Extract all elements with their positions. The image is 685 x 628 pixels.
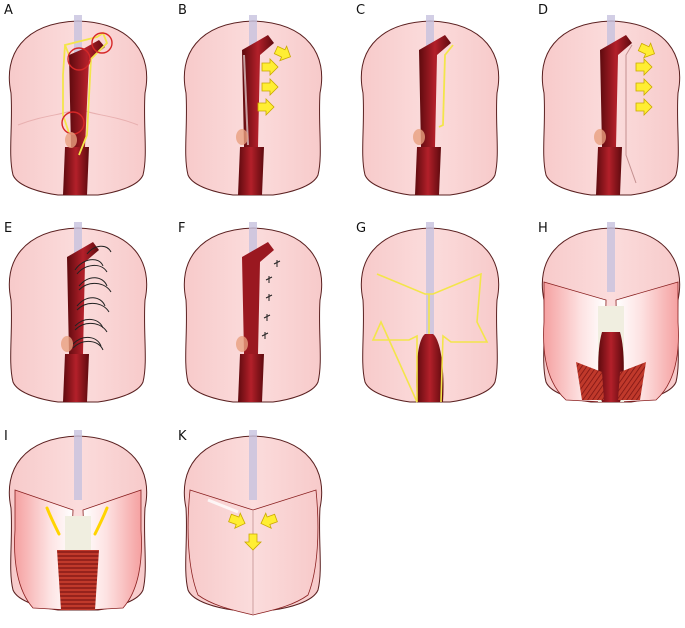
suture-icon xyxy=(261,260,281,339)
wound-base xyxy=(238,354,264,402)
midline-strip xyxy=(426,222,434,402)
wound-channel xyxy=(242,35,274,147)
panel-label-B: B xyxy=(178,3,187,18)
panel-label-I: I xyxy=(4,429,8,444)
panel-C xyxy=(360,15,500,196)
hatched-tissue xyxy=(576,362,604,400)
panel-H xyxy=(541,222,681,403)
panel-label-F: F xyxy=(178,221,185,236)
wound-base xyxy=(415,147,441,195)
wound-highlight xyxy=(243,54,249,146)
hatched-tissue xyxy=(618,362,646,400)
incision-line xyxy=(63,31,109,156)
incision-line xyxy=(371,272,489,403)
tissue-blob xyxy=(413,129,425,145)
incision-line-left xyxy=(62,44,70,134)
wound-base xyxy=(63,147,89,195)
midline-strip xyxy=(249,430,257,500)
flap-edge xyxy=(625,44,637,184)
periosteum xyxy=(65,516,91,550)
panel-G xyxy=(360,222,500,403)
midline-strip xyxy=(74,430,82,500)
flap-right xyxy=(82,489,142,611)
panel-label-D: D xyxy=(538,3,548,18)
hatched-tissue xyxy=(57,550,99,610)
flap-left xyxy=(14,489,74,611)
tissue-blob xyxy=(65,132,77,148)
suture-icon xyxy=(72,245,112,351)
wound-channel xyxy=(419,35,451,147)
tissue-blob xyxy=(594,129,606,145)
circle-marker-icon xyxy=(91,32,113,54)
panel-label-A: A xyxy=(4,3,13,18)
panel-D xyxy=(541,15,681,196)
tissue-blob xyxy=(236,129,248,145)
panel-label-E: E xyxy=(4,221,12,236)
panel-label-H: H xyxy=(538,221,548,236)
midline-strip xyxy=(607,222,615,292)
tissue-blob xyxy=(61,336,73,352)
panel-B xyxy=(183,15,323,196)
arrow-icon xyxy=(45,506,61,536)
closed-channel xyxy=(242,242,274,354)
arrow-icon xyxy=(93,506,109,536)
flap-highlight xyxy=(207,498,239,514)
panel-F xyxy=(183,222,323,403)
wound-channel xyxy=(600,35,632,147)
panel-label-G: G xyxy=(356,221,366,236)
panel-I xyxy=(8,430,148,611)
panel-K xyxy=(183,430,323,616)
wound-base xyxy=(238,147,264,195)
wound-base xyxy=(596,147,622,195)
panel-label-K: K xyxy=(178,429,187,444)
panel-A xyxy=(8,15,148,196)
tissue-blob xyxy=(236,336,248,352)
wound-base xyxy=(416,334,444,402)
wound-base xyxy=(63,354,89,402)
panel-label-C: C xyxy=(356,3,365,18)
incision-line xyxy=(438,44,454,128)
panel-E xyxy=(8,222,148,403)
wound-base xyxy=(598,332,624,402)
circle-marker-icon xyxy=(67,47,91,71)
wound-channel xyxy=(69,40,105,147)
